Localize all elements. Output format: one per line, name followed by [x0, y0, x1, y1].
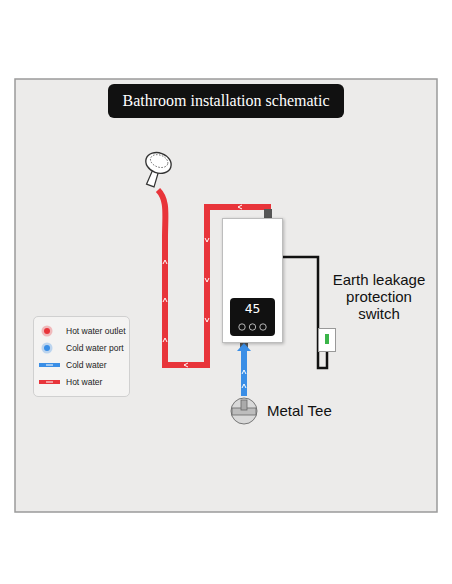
- flow-arrow: [205, 238, 209, 242]
- label-column: Earth leakage protection switch: [318, 271, 440, 322]
- flow-arrow: [205, 278, 209, 282]
- legend-swatch-halo: [42, 343, 53, 354]
- valve-body: [231, 398, 257, 424]
- protection-switch: Earth leakage protection switch: [318, 271, 440, 352]
- legend-swatch-halo: [42, 326, 53, 337]
- button: [249, 324, 255, 330]
- metal-tee: Metal Tee: [229, 396, 336, 426]
- legend-swatch: [44, 345, 50, 351]
- title: Bathroom installation schematic: [122, 92, 329, 110]
- legend-text: Cold water port: [66, 343, 124, 353]
- legend-line-dash: [46, 382, 53, 383]
- legend-row: Cold water: [38, 357, 125, 373]
- switch-lever: [319, 329, 335, 351]
- legend-sample: [38, 358, 62, 372]
- tee-valve-icon: [229, 396, 259, 426]
- display-panel: 45: [230, 298, 275, 336]
- connector: [237, 343, 251, 396]
- legend-text: Cold water: [66, 360, 107, 370]
- flow-arrow: [242, 384, 246, 388]
- title-box: Bathroom installation schematic: [108, 84, 344, 118]
- flow-arrow: [242, 370, 246, 374]
- label: Metal Tee: [267, 402, 332, 420]
- legend-text: Hot water: [66, 377, 102, 387]
- legend-box: Hot water outletCold water portCold wate…: [33, 316, 130, 397]
- legend-row: Cold water port: [38, 340, 125, 356]
- connector-line: [241, 350, 247, 396]
- legend-row: Hot water outlet: [38, 323, 125, 339]
- water-heater: 45: [222, 218, 283, 343]
- valve-stem: [241, 400, 247, 410]
- button: [260, 324, 266, 330]
- button: [239, 324, 245, 330]
- legend-sample: [38, 375, 62, 389]
- switch-box: [318, 328, 336, 352]
- legend-text: Hot water outlet: [66, 326, 126, 336]
- flow-arrow: [184, 363, 188, 367]
- legend-row: Hot water: [38, 374, 125, 390]
- legend-sample: [38, 324, 62, 338]
- flow-arrow: [238, 205, 242, 209]
- lever: [325, 334, 329, 344]
- flow-arrow: [205, 318, 209, 322]
- flow-arrow: [163, 260, 167, 264]
- legend-line: [39, 380, 60, 384]
- arrowhead: [237, 343, 251, 351]
- label: Earth leakage protection switch: [318, 271, 440, 322]
- legend-sample: [38, 341, 62, 355]
- flow-arrow: [163, 298, 167, 302]
- temperature-readout: 45: [230, 301, 275, 316]
- legend-line-dash: [46, 365, 53, 366]
- shower-head: [138, 149, 174, 190]
- flow-arrow: [163, 338, 167, 342]
- legend-line: [39, 363, 60, 367]
- legend-swatch: [44, 328, 50, 334]
